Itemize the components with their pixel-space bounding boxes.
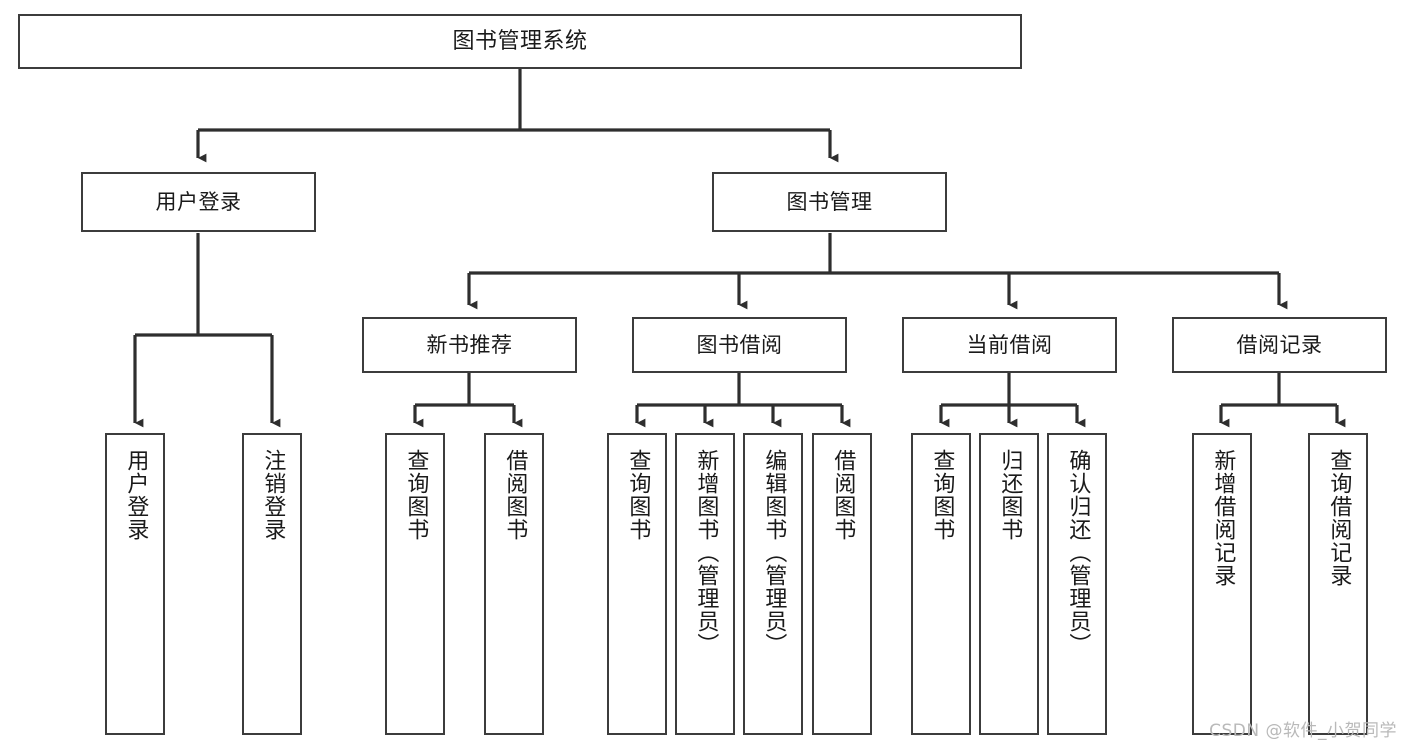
node-leaf-borrow-borrow[interactable]: 借阅图书 [812,433,872,735]
node-leaf-borrow-borrow-label: 借阅图书 [830,449,856,541]
node-leaf-newbook-borrow[interactable]: 借阅图书 [484,433,544,735]
node-leaf-record-query-label: 查询借阅记录 [1326,449,1352,587]
node-leaf-borrow-query[interactable]: 查询图书 [607,433,667,735]
node-leaf-user-login-logout[interactable]: 注销登录 [242,433,302,735]
node-leaf-current-query[interactable]: 查询图书 [911,433,971,735]
node-book-manage[interactable]: 图书管理 [712,172,947,232]
node-leaf-current-query-label: 查询图书 [929,449,955,541]
node-leaf-current-return[interactable]: 归还图书 [979,433,1039,735]
node-leaf-newbook-query-label: 查询图书 [403,449,429,541]
node-new-book-recommend[interactable]: 新书推荐 [362,317,577,373]
node-leaf-current-confirm-return[interactable]: 确认归还（管理员） [1047,433,1107,735]
node-leaf-user-login-login-label: 用户登录 [123,449,149,541]
node-current-borrow-label: 当前借阅 [966,332,1053,357]
node-book-manage-label: 图书管理 [786,189,873,214]
node-current-borrow[interactable]: 当前借阅 [902,317,1117,373]
node-user-login[interactable]: 用户登录 [81,172,316,232]
node-user-login-label: 用户登录 [155,189,242,214]
node-leaf-record-query[interactable]: 查询借阅记录 [1308,433,1368,735]
node-leaf-record-add-label: 新增借阅记录 [1210,449,1236,587]
node-root-system[interactable]: 图书管理系统 [18,14,1022,69]
node-leaf-user-login-login[interactable]: 用户登录 [105,433,165,735]
node-leaf-newbook-borrow-label: 借阅图书 [502,449,528,541]
node-leaf-current-return-label: 归还图书 [997,449,1023,541]
node-leaf-borrow-add-label: 新增图书（管理员） [693,449,719,656]
node-leaf-user-login-logout-label: 注销登录 [260,449,286,541]
node-leaf-record-add[interactable]: 新增借阅记录 [1192,433,1252,735]
node-borrow-record-label: 借阅记录 [1236,332,1323,357]
watermark-text: CSDN @软件_小贺同学 [1209,721,1397,741]
node-leaf-borrow-edit-label: 编辑图书（管理员） [761,449,787,656]
node-leaf-current-confirm-return-label: 确认归还（管理员） [1065,449,1091,656]
node-leaf-newbook-query[interactable]: 查询图书 [385,433,445,735]
node-book-borrow-label: 图书借阅 [696,332,783,357]
node-book-borrow[interactable]: 图书借阅 [632,317,847,373]
node-borrow-record[interactable]: 借阅记录 [1172,317,1387,373]
node-leaf-borrow-edit[interactable]: 编辑图书（管理员） [743,433,803,735]
node-leaf-borrow-add[interactable]: 新增图书（管理员） [675,433,735,735]
node-root-system-label: 图书管理系统 [452,28,588,54]
node-leaf-borrow-query-label: 查询图书 [625,449,651,541]
node-new-book-recommend-label: 新书推荐 [426,332,513,357]
